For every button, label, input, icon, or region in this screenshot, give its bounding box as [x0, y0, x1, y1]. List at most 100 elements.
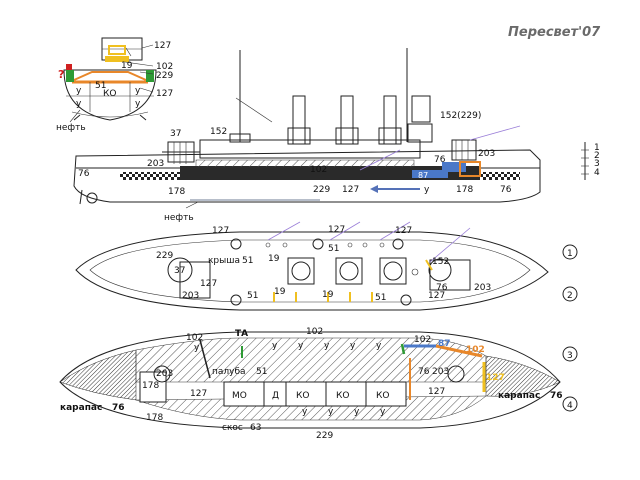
lower-label-229: 229 [316, 431, 333, 441]
lower-label-carapace-fwd-76: 76 [112, 403, 125, 413]
lower-label-63: 63 [250, 423, 261, 433]
scale-tick-1: 1 [594, 143, 600, 153]
lower-label-178-a: 178 [142, 381, 159, 391]
profile-label-152: 152 [210, 127, 227, 137]
lower-label-ta: ТА [235, 329, 248, 339]
lower-label-mo: МО [232, 391, 247, 401]
midship-section: ? 127 19 102 229 127 51 у у КО у у нефть [56, 37, 173, 133]
lower-label-deck: палуба [212, 367, 246, 377]
profile-label-152-229: 152(229) [440, 111, 481, 121]
scale-tick-4: 4 [594, 168, 600, 178]
profile-label-76-keel: 76 [500, 185, 512, 195]
lower-label-u2: у [272, 341, 278, 351]
upper-label-203-fwd: 203 [182, 291, 199, 301]
profile-label-178-fwd: 178 [168, 187, 185, 197]
scale-tick-3: 3 [594, 159, 600, 169]
lower-label-d: Д [272, 391, 279, 401]
upper-label-19-top: 19 [268, 254, 280, 264]
upper-label-76: 76 [436, 283, 448, 293]
upper-label-51-roof: 51 [242, 256, 253, 266]
lower-deck-plan: 3 4 102 ТА 102 102 87 102 203 палуба 51 … [59, 327, 578, 441]
lower-label-ko-3: КО [376, 391, 389, 401]
profile-label-76-fwd: 76 [78, 169, 90, 179]
lower-label-u1: у [194, 343, 200, 353]
profile-label-37: 37 [170, 129, 181, 139]
side-profile: 1 2 3 4 37 152 152(229) 203 203 76 76 10… [73, 48, 600, 223]
upper-label-127-e: 127 [428, 291, 445, 301]
section-label-u2: у [76, 99, 82, 109]
section-label-127-top: 127 [154, 41, 171, 51]
lower-label-carapace-aft-76: 76 [550, 391, 563, 401]
lower-label-u5: у [350, 341, 356, 351]
profile-label-203-aft: 203 [478, 149, 495, 159]
section-label-102: 102 [156, 62, 173, 72]
section-oil-label: нефть [56, 123, 86, 133]
upper-label-51-left: 51 [247, 291, 258, 301]
profile-label-87: 87 [418, 171, 428, 180]
lower-label-carapace-fwd: карапас [60, 403, 102, 413]
plan-circle-3: 3 [567, 351, 573, 361]
lower-label-u4: у [324, 341, 330, 351]
upper-label-127-c: 127 [395, 226, 412, 236]
lower-label-87: 87 [438, 339, 451, 349]
lower-label-u8: у [328, 407, 334, 417]
lower-label-76: 76 [418, 367, 430, 377]
section-label-ko: КО [103, 89, 116, 99]
profile-label-u: у [424, 185, 430, 195]
upper-label-127-b: 127 [328, 225, 345, 235]
lower-label-carapace-aft: карапас [498, 391, 540, 401]
lower-label-127-a: 127 [190, 389, 207, 399]
upper-label-229: 229 [156, 251, 173, 261]
section-label-19: 19 [121, 61, 133, 71]
plan-circle-1: 1 [567, 249, 573, 259]
section-question: ? [58, 68, 64, 81]
section-label-51: 51 [95, 81, 106, 91]
section-label-u1: у [76, 86, 82, 96]
lower-label-ko-2: КО [336, 391, 349, 401]
upper-label-127-d: 127 [200, 279, 217, 289]
upper-label-51-right: 51 [375, 293, 386, 303]
upper-label-roof: крыша [208, 256, 240, 266]
upper-label-19-c: 19 [322, 290, 334, 300]
section-label-127-bottom: 127 [156, 89, 173, 99]
lower-label-127-b: 127 [428, 387, 445, 397]
profile-label-178-aft: 178 [456, 185, 473, 195]
section-label-u3: у [135, 86, 141, 96]
lower-label-ko-1: КО [296, 391, 309, 401]
profile-label-102: 102 [310, 165, 327, 175]
lower-label-102-red: 102 [466, 345, 485, 355]
lower-label-u6: у [376, 341, 382, 351]
lower-label-51: 51 [256, 367, 267, 377]
lower-label-u9: у [354, 407, 360, 417]
profile-label-76-aft: 76 [434, 155, 446, 165]
upper-deck-plan: 1 2 127 127 127 51 229 37 крыша 51 19 15… [75, 221, 578, 311]
lower-label-u3: у [298, 341, 304, 351]
upper-label-19-b: 19 [274, 287, 286, 297]
upper-label-152: 152 [432, 257, 449, 267]
lower-label-203-aft: 203 [432, 367, 449, 377]
lower-label-u7: у [302, 407, 308, 417]
profile-label-127: 127 [342, 185, 359, 195]
section-label-u4: у [135, 99, 141, 109]
upper-label-127-a: 127 [212, 226, 229, 236]
upper-label-51-top: 51 [328, 244, 339, 254]
upper-label-37: 37 [174, 266, 185, 276]
lower-label-203-fwd: 203 [156, 369, 173, 379]
upper-label-203-aft: 203 [474, 283, 491, 293]
profile-label-203-fwd: 203 [147, 159, 164, 169]
lower-label-bevel: скос [222, 423, 243, 433]
profile-oil-label: нефть [164, 213, 194, 223]
profile-label-229: 229 [313, 185, 330, 195]
lower-label-127-red: 127 [486, 373, 505, 383]
plan-circle-4: 4 [567, 401, 573, 411]
lower-label-178-b: 178 [146, 413, 163, 423]
scale-tick-2: 2 [594, 151, 600, 161]
lower-label-102-a: 102 [186, 333, 203, 343]
lower-label-u10: у [380, 407, 386, 417]
section-label-229: 229 [156, 71, 173, 81]
lower-label-102-c: 102 [414, 335, 431, 345]
lower-label-102-b: 102 [306, 327, 323, 337]
page-title: Пересвет'07 [508, 25, 601, 40]
plan-circle-2: 2 [567, 291, 573, 301]
